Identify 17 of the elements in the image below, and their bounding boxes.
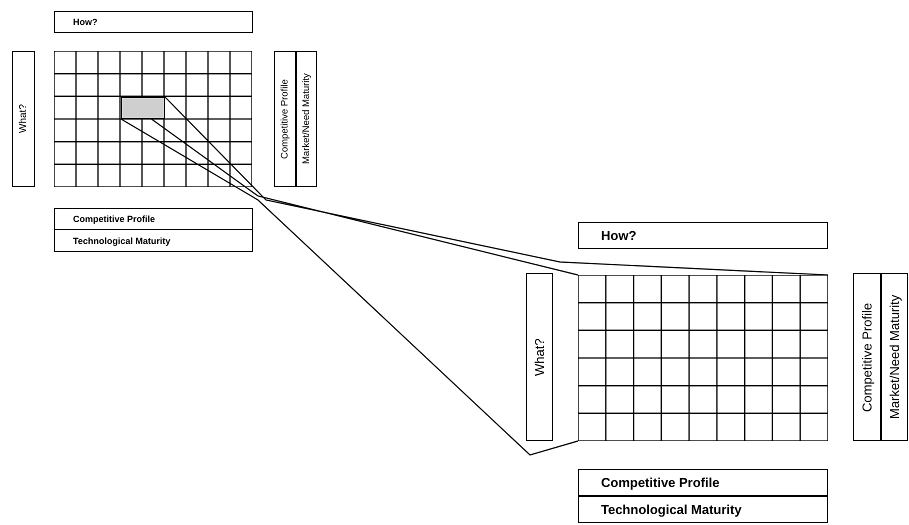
label-box: Competitive Profile [54,208,253,230]
label-box: Technological Maturity [578,496,828,523]
label-box: How? [54,11,253,33]
label-box: How? [578,222,828,249]
matrix-grid [54,51,252,187]
vertical-label-box: Market/Need Maturity [296,51,317,187]
vertical-label-box: Market/Need Maturity [881,273,908,441]
vertical-label-box: What? [526,273,553,441]
projection-line [164,96,828,276]
matrix-grid [578,275,828,441]
vertical-label-box: Competitive Profile [853,273,881,441]
projection-line [120,118,578,456]
highlighted-cell [121,97,165,119]
vertical-label-box: What? [12,51,35,187]
vertical-label-box: Competitive Profile [274,51,296,187]
label-box: Technological Maturity [54,229,253,252]
label-box: Competitive Profile [578,469,828,496]
